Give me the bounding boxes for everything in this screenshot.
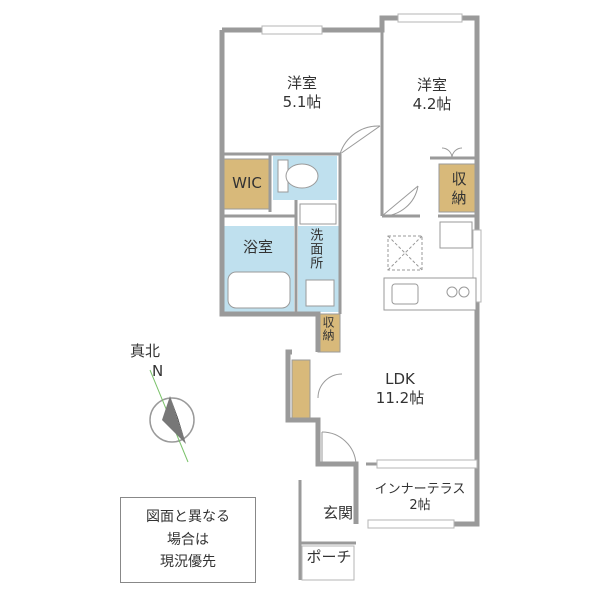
west-bedroom-size: 5.1帖 [282,92,322,111]
porch-steps [301,545,355,581]
notice-line-3: 現況優先 [160,554,216,571]
kitchen [383,221,477,311]
porch-label: ポーチ [306,548,352,566]
inner-terrace-size: 2帖 [409,498,431,514]
bathtub [227,271,291,309]
ldk-size: 11.2帖 [375,388,425,407]
storage-east-label: 収納 [451,170,467,207]
inner-terrace-name: インナーテラス [374,482,466,497]
compass-n-letter: N [152,362,164,380]
notice-box: 図面と異なる 場合は 現況優先 [120,497,256,583]
inner-terrace-label: インナーテラス 2帖 [364,482,476,515]
east-bedroom-size: 4.2帖 [412,94,452,113]
entrance-label: 玄関 [322,504,353,522]
bath-label: 浴室 [242,238,273,256]
notice-line-1: 図面と異なる [146,509,230,526]
doors [317,125,463,465]
east-bedroom-label: 洋室 4.2帖 [392,76,472,114]
toilet [277,159,319,193]
washbasin [299,203,337,307]
east-bedroom-name: 洋室 [416,76,447,94]
compass-true-north-label: 真北 [130,342,161,360]
storage-mid-label: 収納 [321,316,335,342]
west-bedroom-name: 洋室 [286,74,317,92]
ldk-label: LDK 11.2帖 [360,370,440,408]
storage-east-fill [438,163,478,213]
ldk-cabinet [291,359,311,419]
west-bedroom-label: 洋室 5.1帖 [262,74,342,112]
compass-icon [149,369,195,463]
windows [261,13,482,529]
wic-label: WIC [232,174,262,192]
washroom-label: 洗面所 [307,228,323,270]
ldk-name: LDK [385,370,415,388]
notice-line-2: 場合は [167,531,209,548]
